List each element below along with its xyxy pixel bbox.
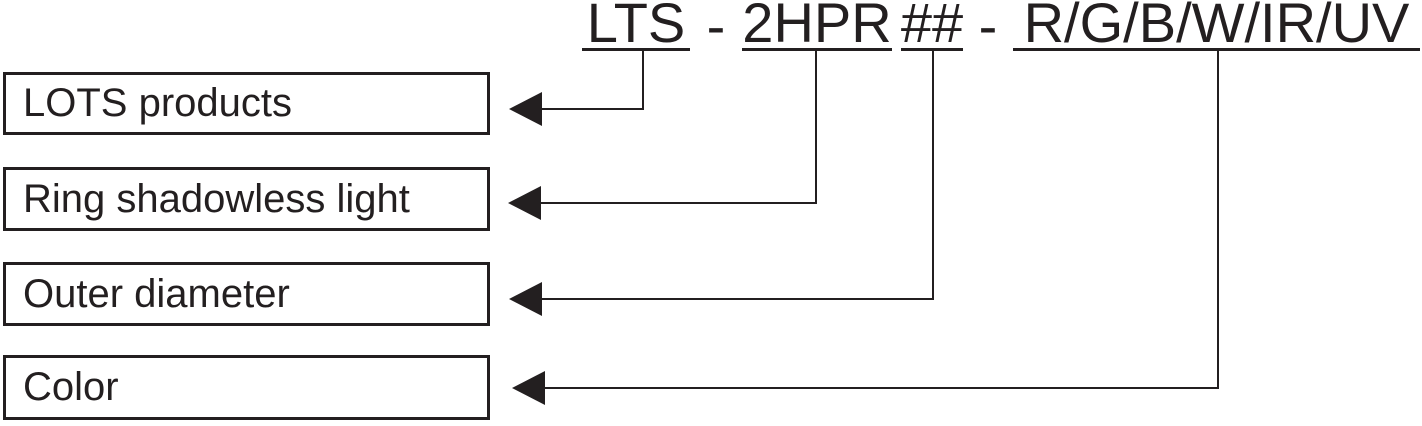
legend-label: Outer diameter: [23, 271, 290, 316]
left-arrow-icon: [512, 371, 545, 405]
code-segment-series: LTS: [582, 0, 690, 51]
code-segment-outer-diameter: ##: [901, 0, 963, 51]
connector-line-product-type: [538, 51, 817, 204]
code-separator: -: [706, 0, 726, 57]
code-segment-color: R/G/B/W/IR/UV: [1013, 0, 1420, 51]
legend-box-color: Color: [3, 355, 490, 420]
code-separator: -: [978, 0, 998, 57]
legend-label: Ring shadowless light: [23, 176, 410, 221]
connector-line-outer-diameter: [540, 51, 934, 300]
legend-box-ring-shadowless-light: Ring shadowless light: [3, 167, 490, 231]
left-arrow-icon: [509, 92, 542, 126]
left-arrow-icon: [508, 186, 541, 220]
legend-label: Color: [23, 365, 119, 409]
legend-label: LOTS products: [23, 81, 293, 125]
code-segment-product-type: 2HPR: [742, 0, 892, 51]
legend-box-outer-diameter: Outer diameter: [3, 262, 490, 326]
left-arrow-icon: [509, 282, 542, 316]
legend-box-lots-products: LOTS products: [3, 72, 490, 135]
connector-line-color: [545, 51, 1219, 389]
connector-line-series: [540, 51, 644, 110]
